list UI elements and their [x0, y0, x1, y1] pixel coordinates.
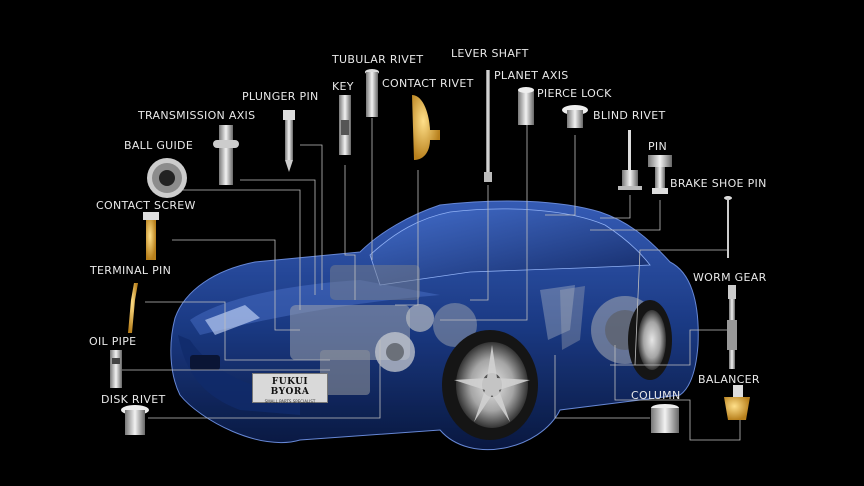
nameplate-title: FUKUI BYORA: [270, 377, 310, 397]
label-brake-shoe-pin: BRAKE SHOE PIN: [670, 177, 767, 190]
label-disk-rivet: DISK RIVET: [101, 393, 166, 406]
pin-icon: [648, 155, 672, 194]
label-terminal-pin: TERMINAL PIN: [90, 264, 172, 277]
front-wheel: [442, 330, 538, 440]
label-worm-gear: WORM GEAR: [693, 271, 767, 284]
lever-shaft-icon: [484, 70, 492, 182]
leader-lines: [120, 118, 741, 441]
rear-wheel: [628, 300, 672, 380]
blind-rivet-icon: [618, 130, 642, 190]
label-contact-screw: CONTACT SCREW: [96, 199, 196, 212]
label-key: KEY: [332, 80, 354, 93]
label-column: COLUMN: [631, 389, 681, 402]
parts: [110, 69, 750, 435]
nameplate: FUKUI BYORA SMALL PARTS SPECIALIST: [252, 373, 328, 404]
label-pin: PIN: [648, 140, 668, 153]
terminal-pin-icon: [128, 283, 138, 333]
planet-axis-icon: [518, 87, 534, 125]
tubular-rivet-icon: [365, 69, 379, 117]
plunger-pin-icon: [283, 110, 295, 172]
worm-gear-icon: [727, 285, 737, 369]
label-pierce-lock: PIERCE LOCK: [537, 87, 612, 100]
label-contact-rivet: CONTACT RIVET: [382, 77, 474, 90]
oil-pipe-icon: [110, 350, 122, 388]
label-ball-guide: BALL GUIDE: [124, 139, 194, 152]
label-blind-rivet: BLIND RIVET: [593, 109, 666, 122]
transmission-axis-icon: [213, 125, 239, 185]
key-icon: [339, 95, 351, 155]
nameplate-subtitle: SMALL PARTS SPECIALIST: [264, 399, 316, 404]
balancer-icon: [724, 385, 750, 420]
brake-shoe-pin-icon: [724, 196, 732, 258]
column-icon: [651, 404, 679, 433]
car-body: [170, 200, 699, 451]
label-balancer: BALANCER: [698, 373, 760, 386]
engine-block: [290, 265, 477, 395]
ball-guide-icon: [147, 158, 187, 198]
label-planet-axis: PLANET AXIS: [494, 69, 569, 82]
label-transmission-axis: TRANSMISSION AXIS: [138, 109, 256, 122]
contact-rivet-icon: [412, 95, 440, 160]
label-lever-shaft: LEVER SHAFT: [451, 47, 529, 60]
label-tubular-rivet: TUBULAR RIVET: [332, 53, 424, 66]
pierce-lock-icon: [562, 105, 588, 128]
label-plunger-pin: PLUNGER PIN: [242, 90, 319, 103]
contact-screw-icon: [143, 212, 159, 260]
label-oil-pipe: OIL PIPE: [89, 335, 137, 348]
disk-rivet-icon: [121, 405, 149, 435]
